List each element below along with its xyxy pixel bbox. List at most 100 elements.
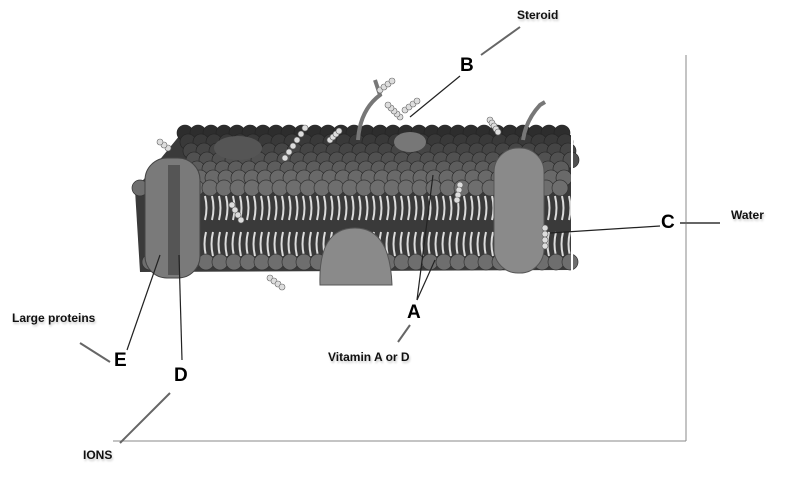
lipid-tail — [267, 195, 271, 221]
phospholipid-head — [425, 179, 443, 197]
carbohydrate-bead — [278, 283, 286, 291]
lipid-tail — [309, 195, 313, 221]
lipid-tail — [379, 195, 383, 221]
phospholipid-head — [271, 179, 289, 197]
lipid-tail — [358, 195, 362, 221]
lipid-tail — [462, 231, 466, 257]
carbohydrate-bead — [335, 127, 343, 135]
phospholipid-head — [257, 179, 275, 197]
carbohydrate-bead — [293, 136, 301, 144]
lipid-bilayer — [131, 77, 580, 291]
peripheral-protein — [319, 227, 393, 286]
phospholipid-head — [411, 179, 429, 197]
label-steroid: Steroid — [517, 8, 559, 22]
channel-pore — [168, 165, 180, 275]
phospholipid-head — [463, 253, 481, 271]
phospholipid-head — [267, 253, 285, 271]
lipid-tail — [484, 195, 488, 221]
lipid-tail — [554, 195, 558, 221]
lipid-tail — [253, 195, 257, 221]
lipid-tail — [490, 231, 494, 257]
lipid-tail — [406, 231, 410, 257]
lipid-tail — [218, 195, 222, 221]
carbohydrate-bead — [541, 236, 549, 244]
letter-c: C — [661, 212, 675, 233]
lipid-tail — [211, 195, 215, 221]
phospholipid-head — [439, 179, 457, 197]
carbohydrate-bead — [413, 97, 421, 105]
frame — [113, 55, 690, 445]
carbohydrate-bead — [228, 201, 236, 209]
lipid-tail — [280, 231, 284, 257]
transport-protein — [493, 147, 545, 274]
lipid-tail — [421, 195, 425, 221]
carbohydrate-bead — [237, 216, 245, 224]
letter-b: B — [460, 55, 474, 76]
lipid-tail — [435, 195, 439, 221]
lipid-tail — [288, 195, 292, 221]
lipid-tail — [295, 195, 299, 221]
carbohydrate-bead — [289, 142, 297, 150]
lipid-tail — [330, 195, 334, 221]
lipid-tail — [470, 195, 474, 221]
phospholipid-head — [355, 179, 373, 197]
phospholipid-head — [435, 253, 453, 271]
lipid-tail — [449, 195, 453, 221]
lipid-tail — [308, 231, 312, 257]
lipid-tail — [393, 195, 397, 221]
phospholipid-head — [239, 253, 257, 271]
label-ions: IONS — [83, 448, 113, 462]
phospholipid-head — [561, 253, 579, 271]
lipid-tail — [448, 231, 452, 257]
lipid-tail — [323, 195, 327, 221]
phospholipid-head — [477, 253, 495, 271]
phospholipid-head — [551, 179, 569, 197]
lipid-tail — [414, 195, 418, 221]
lipid-tail — [560, 231, 564, 257]
carbohydrate-bead — [388, 77, 396, 85]
glycoprotein-stalk — [356, 79, 383, 141]
letter-d: D — [174, 365, 188, 386]
label-large-proteins: Large proteins — [12, 311, 96, 325]
phospholipid-head — [243, 179, 261, 197]
lipid-tail — [372, 195, 376, 221]
phospholipid-head — [369, 179, 387, 197]
lipid-tail — [281, 195, 285, 221]
lipid-tail — [477, 195, 481, 221]
carbohydrate-bead — [453, 196, 461, 204]
lipid-tail — [238, 231, 242, 257]
carbohydrate-bead — [297, 130, 305, 138]
lipid-tail — [302, 195, 306, 221]
peripheral-protein — [394, 132, 426, 152]
lipid-tail — [392, 231, 396, 257]
phospholipid-head — [285, 179, 303, 197]
phospholipid-head — [253, 253, 271, 271]
lipid-tail — [434, 231, 438, 257]
phospholipid-head — [449, 253, 467, 271]
phospholipid-head — [393, 253, 411, 271]
lipid-tail — [568, 195, 572, 221]
phospholipid-head — [421, 253, 439, 271]
lipid-tail — [225, 195, 229, 221]
phospholipid-head — [211, 253, 229, 271]
phospholipid-head — [229, 179, 247, 197]
lipid-tail — [210, 231, 214, 257]
phospholipid-head — [383, 179, 401, 197]
carbohydrate-bead — [285, 148, 293, 156]
lipid-tail — [561, 195, 565, 221]
lipid-tail — [274, 195, 278, 221]
label-water: Water — [731, 208, 764, 222]
phospholipid-head — [327, 179, 345, 197]
phospholipid-head — [281, 253, 299, 271]
carbohydrate-bead — [384, 101, 392, 109]
carbohydrate-bead — [541, 242, 549, 250]
lipid-tail — [337, 195, 341, 221]
phospholipid-head — [341, 179, 359, 197]
phospholipid-head — [547, 253, 565, 271]
lipid-tail — [463, 195, 467, 221]
carbohydrate-bead — [234, 211, 242, 219]
lipid-tail — [547, 195, 551, 221]
phospholipid-head — [313, 179, 331, 197]
